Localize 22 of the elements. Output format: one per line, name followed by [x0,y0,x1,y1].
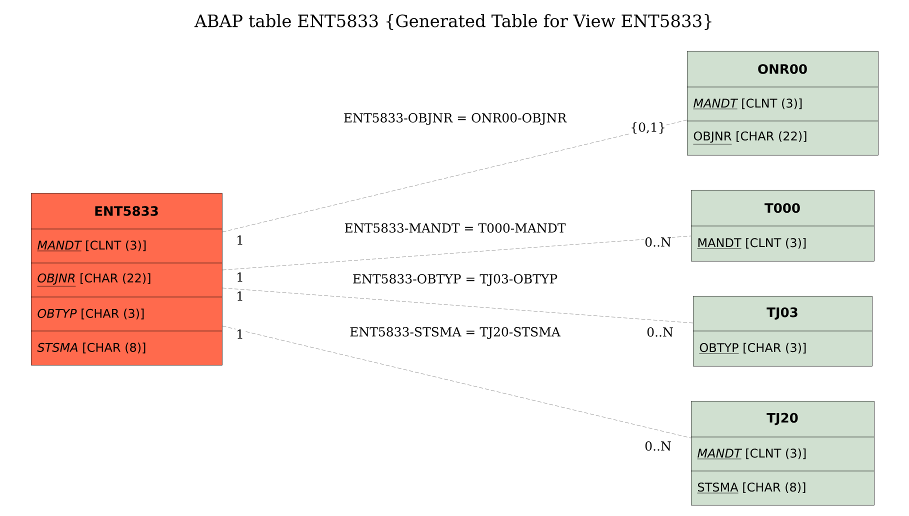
edge-label: ENT5833-MANDT = T000-MANDT [343,222,567,234]
connector-line [222,120,688,232]
cardinality-label: 1 [236,234,244,246]
edge-label: ENT5833-OBJNR = ONR00-OBJNR [342,112,568,126]
edge-label: ENT5833-OBTYP = TJ03-OBTYP [351,273,559,287]
edge-label: ENT5833-STSMA = TJ20-STSMA [348,326,562,340]
cardinality-label: 1 [236,290,244,302]
table-box: T000 MANDT [CLNT (3)] [690,190,874,262]
table-box: ONR00 MANDT [CLNT (3)] OBJNR [CHAR (22)] [686,50,878,156]
cardinality-label: 0..N [644,440,672,452]
table-box: ENT5833 MANDT [CLNT (3)] OBJNR [CHAR (22)] OBTYP [CHAR (3)] STSMA [CHAR (8)] [30,193,222,366]
connector-line [222,236,692,270]
title: ABAP table ENT5833 {Generated Table for View ENT5833} [194,14,712,30]
cardinality-label: 1 [236,328,244,340]
cardinality-label: 0..N [644,236,672,248]
cardinality-label: {0,1} [630,122,666,134]
table-box: TJ20 MANDT [CLNT (3)] STSMA [CHAR (8)] [690,401,874,506]
cardinality-label: 0..N [646,326,674,338]
connector-line [222,326,692,438]
cardinality-label: 1 [236,272,244,282]
table-box: TJ03 OBTYP [CHAR (3)] [692,296,872,366]
connector-line [222,288,694,324]
